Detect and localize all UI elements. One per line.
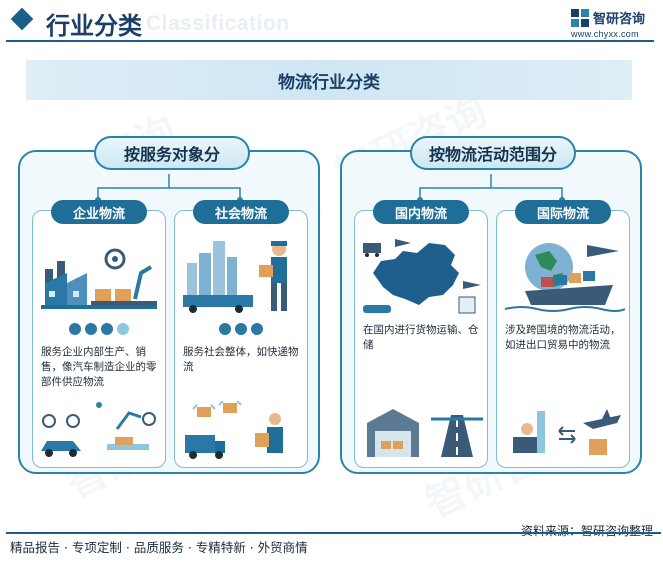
card-description-enterprise: 服务企业内部生产、销售，像汽车制造企业的零部件供应物流: [41, 346, 157, 388]
brand-logo: 智研咨询 www.chyxx.com: [565, 6, 657, 40]
indicator-dot: [69, 323, 81, 335]
main-title-band: 物流行业分类: [26, 60, 632, 100]
main-title: 物流行业分类: [278, 72, 380, 93]
city-delivery-icon: [183, 241, 287, 313]
china-map-icon: [363, 239, 481, 314]
customs-plane-icon: [513, 409, 621, 455]
globe-ship-icon: [504, 243, 625, 312]
indicator-dots: [33, 323, 165, 337]
card-description-domestic: 在国内进行货物运输、仓储: [363, 324, 479, 351]
card-social-logistics: 社会物流 服务社会整体，如快递物流: [174, 200, 308, 468]
indicator-dot: [219, 323, 231, 335]
card-title-international: 国际物流: [515, 200, 611, 224]
group-label-scope: 按物流活动范围分: [410, 136, 576, 170]
card-domestic-logistics: 国内物流 在国内进行货物运输、仓储: [354, 200, 488, 468]
indicator-dots: [175, 323, 307, 337]
car-manufacturing-icon: [41, 402, 156, 457]
card-description-social: 服务社会整体，如快递物流: [183, 346, 299, 373]
header-title: 行业分类: [46, 12, 142, 40]
card-description-international: 涉及跨国境的物流活动，如进出口贸易中的物流: [505, 324, 621, 351]
panel-by-service: 按服务对象分 企业物流 服务企业内部生产、销售，像: [18, 136, 320, 474]
card-enterprise-logistics: 企业物流 服务企业内部生产、销售，像汽车制造企业的零部件供应物流: [32, 200, 166, 468]
footer-services: 精品报告 · 专项定制 · 品质服务 · 专精特新 · 外贸商情: [10, 540, 308, 555]
card-international-logistics: 国际物流 涉及跨国境的物流活动，如进出口贸易中的物流: [496, 200, 630, 468]
warehouse-highway-icon: [367, 409, 483, 457]
header: Classification 行业分类 智研咨询 www.chyxx.com: [0, 0, 663, 46]
courier-delivery-icon: [185, 401, 283, 459]
card-title-enterprise: 企业物流: [51, 200, 147, 224]
source-note: 资料来源：智研咨询整理: [520, 524, 653, 538]
card-title-domestic: 国内物流: [373, 200, 469, 224]
diamond-icon: [10, 7, 34, 31]
indicator-dot: [235, 323, 247, 335]
header-divider: [6, 40, 654, 42]
footer-divider: [6, 532, 661, 534]
header-title-en: Classification: [146, 12, 290, 35]
indicator-dot: [251, 323, 263, 335]
logo-url: www.chyxx.com: [571, 29, 639, 39]
indicator-dot: [101, 323, 113, 335]
indicator-dot: [85, 323, 97, 335]
group-label-service: 按服务对象分: [94, 136, 250, 170]
panel-by-scope: 按物流活动范围分 国内物流 在国内进行货物运输、仓储: [340, 136, 642, 474]
logo-name: 智研咨询: [593, 12, 646, 27]
card-title-social: 社会物流: [193, 200, 289, 224]
factory-icon: [41, 248, 157, 309]
logo-mark-icon: [571, 9, 589, 27]
indicator-dot: [117, 323, 129, 335]
